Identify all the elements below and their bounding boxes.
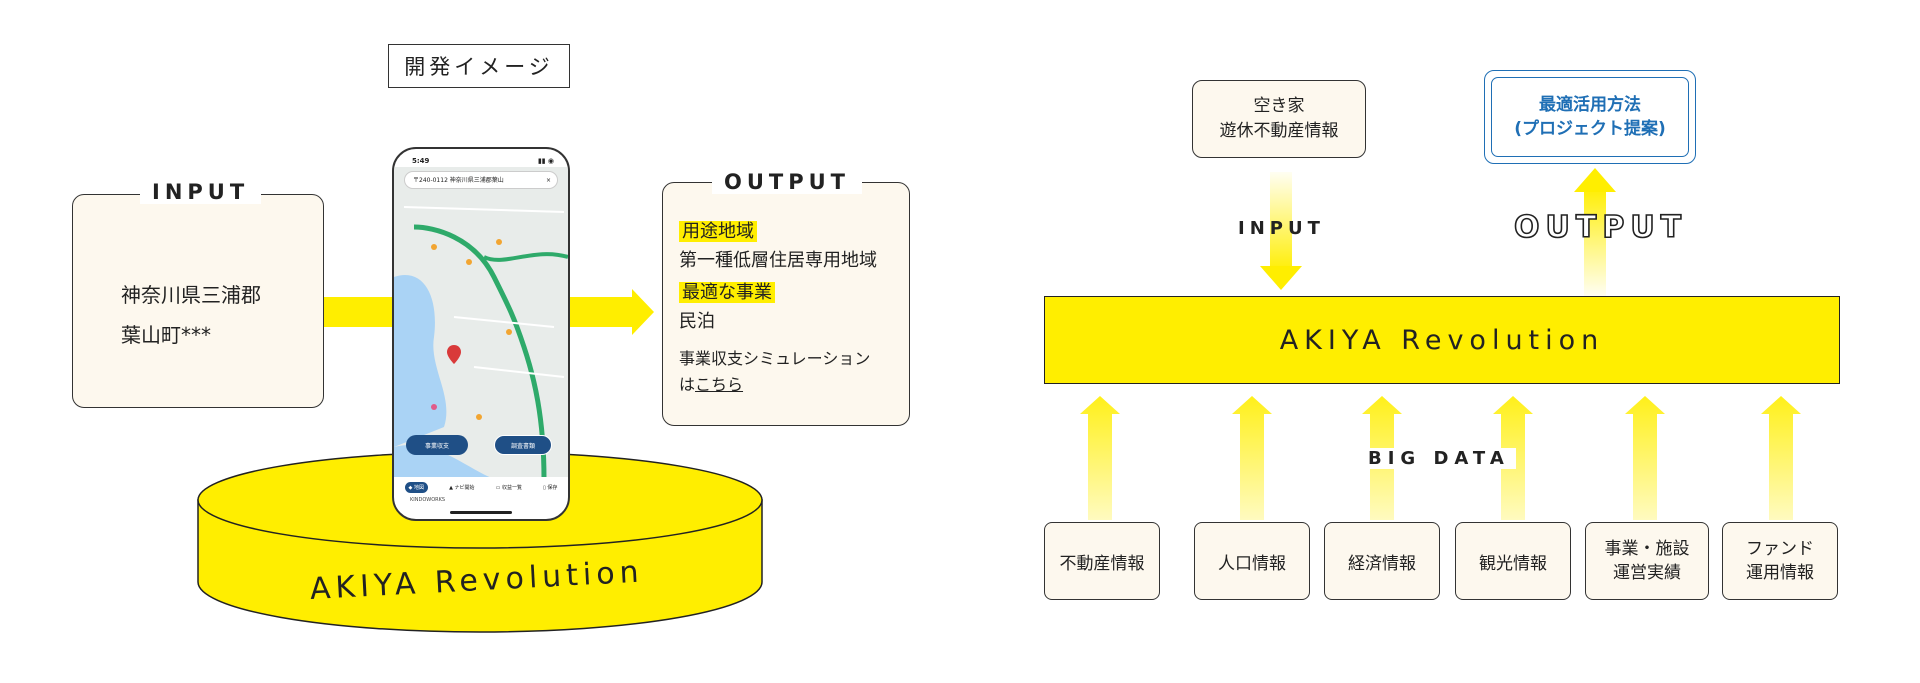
output-box-label: OUTPUT: [712, 170, 862, 194]
data-source-economy: 経済情報: [1324, 522, 1440, 600]
best-business-value: 民泊: [679, 311, 715, 332]
output-arrow: [560, 297, 636, 327]
vacant-house-box: 空き家 遊休不動産情報: [1192, 80, 1366, 158]
platform-bar-label: AKIYA Revolution: [1279, 324, 1605, 356]
data-source-fund: ファンド 運用情報: [1722, 522, 1838, 600]
vacant-house-line2: 遊休不動産情報: [1219, 121, 1339, 141]
phone-bottom-nav: ◆ 地図 ▲ ナビ開始 ▭ 収益一覧 ▯ 保存: [394, 477, 568, 497]
vacant-house-line1: 空き家: [1253, 96, 1305, 116]
simulation-text: 事業収支シミュレーション: [679, 349, 871, 368]
best-use-line2: (プロジェクト提案): [1514, 119, 1666, 139]
phone-search-bar[interactable]: 〒240-0112 神奈川県三浦郡葉山 ×: [404, 171, 558, 189]
right-output-label: OUTPUT: [1513, 209, 1688, 246]
home-indicator: [450, 511, 512, 514]
business-button[interactable]: 事業収支: [406, 435, 468, 455]
dev-image-label: 開発イメージ: [388, 44, 570, 88]
bookmark-icon: ▯: [543, 484, 546, 491]
phone-address: 〒240-0112 神奈川県三浦郡葉山: [413, 177, 504, 184]
use-area-label: 用途地域: [679, 221, 757, 242]
data-source-operations: 事業・施設 運営実績: [1585, 522, 1709, 600]
input-line-town: 葉山町***: [121, 323, 211, 347]
list-icon: ▭: [495, 484, 501, 491]
output-up-arrow: [1574, 168, 1616, 296]
nav-map[interactable]: ◆ 地図: [404, 481, 428, 493]
input-arrow: [322, 297, 398, 327]
nav-revenue[interactable]: ▭ 収益一覧: [495, 484, 522, 491]
phone-watermark: KINDOWORKS: [410, 497, 446, 503]
nav-navigate[interactable]: ▲ ナビ開始: [449, 484, 475, 491]
phone-status-time: 5:49: [412, 157, 430, 165]
data-source-tourism: 観光情報: [1455, 522, 1571, 600]
output-box: 用途地域 第一種低層住居専用地域 最適な事業 民泊 事業収支シミュレーション は…: [662, 182, 910, 426]
best-use-box: 最適活用方法 (プロジェクト提案): [1484, 70, 1696, 164]
data-source-population: 人口情報: [1194, 522, 1310, 600]
output-arrow-head: [632, 289, 654, 335]
input-down-arrow: [1260, 172, 1302, 290]
platform-cylinder: [197, 451, 763, 633]
phone-status-icons: ▮▮ ◉: [537, 157, 554, 165]
platform-bar: AKIYA Revolution: [1044, 296, 1840, 384]
data-up-arrows: [1080, 396, 1801, 520]
nav-save[interactable]: ▯ 保存: [543, 484, 558, 491]
data-source-real-estate: 不動産情報: [1044, 522, 1160, 600]
map-icon: ◆: [408, 484, 413, 491]
big-data-label: BIG DATA: [1362, 448, 1516, 469]
best-use-line1: 最適活用方法: [1538, 95, 1641, 115]
right-input-label: INPUT: [1238, 218, 1325, 239]
simulation-prefix: は: [679, 375, 696, 394]
best-business-label: 最適な事業: [679, 282, 775, 303]
input-line-prefecture: 神奈川県三浦郡: [121, 283, 261, 307]
input-box: 神奈川県三浦郡 葉山町***: [72, 194, 324, 408]
close-icon[interactable]: ×: [545, 177, 551, 184]
simulation-link[interactable]: こちら: [695, 375, 744, 394]
phone-map: [394, 167, 568, 479]
phone-mockup: 5:49 ▮▮ ◉ 〒240-0112 神奈川県三浦郡葉山 × 事業収支: [392, 147, 570, 521]
use-area-value: 第一種低層住居専用地域: [679, 250, 877, 271]
input-box-label: INPUT: [140, 180, 262, 204]
navigate-icon: ▲: [449, 484, 453, 491]
survey-button[interactable]: 調査書類: [494, 435, 552, 455]
